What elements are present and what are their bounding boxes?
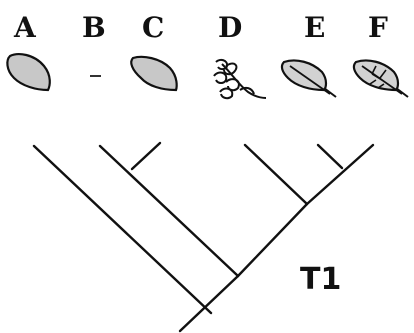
leaf-oval-icon	[131, 57, 176, 90]
tree-branches	[34, 143, 373, 331]
branch-def-stem	[238, 204, 307, 276]
branch-a	[34, 146, 211, 313]
compound-leaf-icon	[214, 60, 266, 98]
branch-f	[307, 145, 373, 204]
branch-d	[245, 145, 307, 204]
branch-b	[100, 146, 238, 276]
branch-e	[318, 145, 342, 168]
tree-label: T1	[300, 265, 341, 295]
leaf-midrib-icon	[282, 60, 336, 97]
leaf-veined-icon	[354, 60, 408, 97]
leaf-oval-icon	[7, 54, 49, 90]
branch-root	[180, 276, 238, 331]
branch-c	[132, 143, 160, 169]
